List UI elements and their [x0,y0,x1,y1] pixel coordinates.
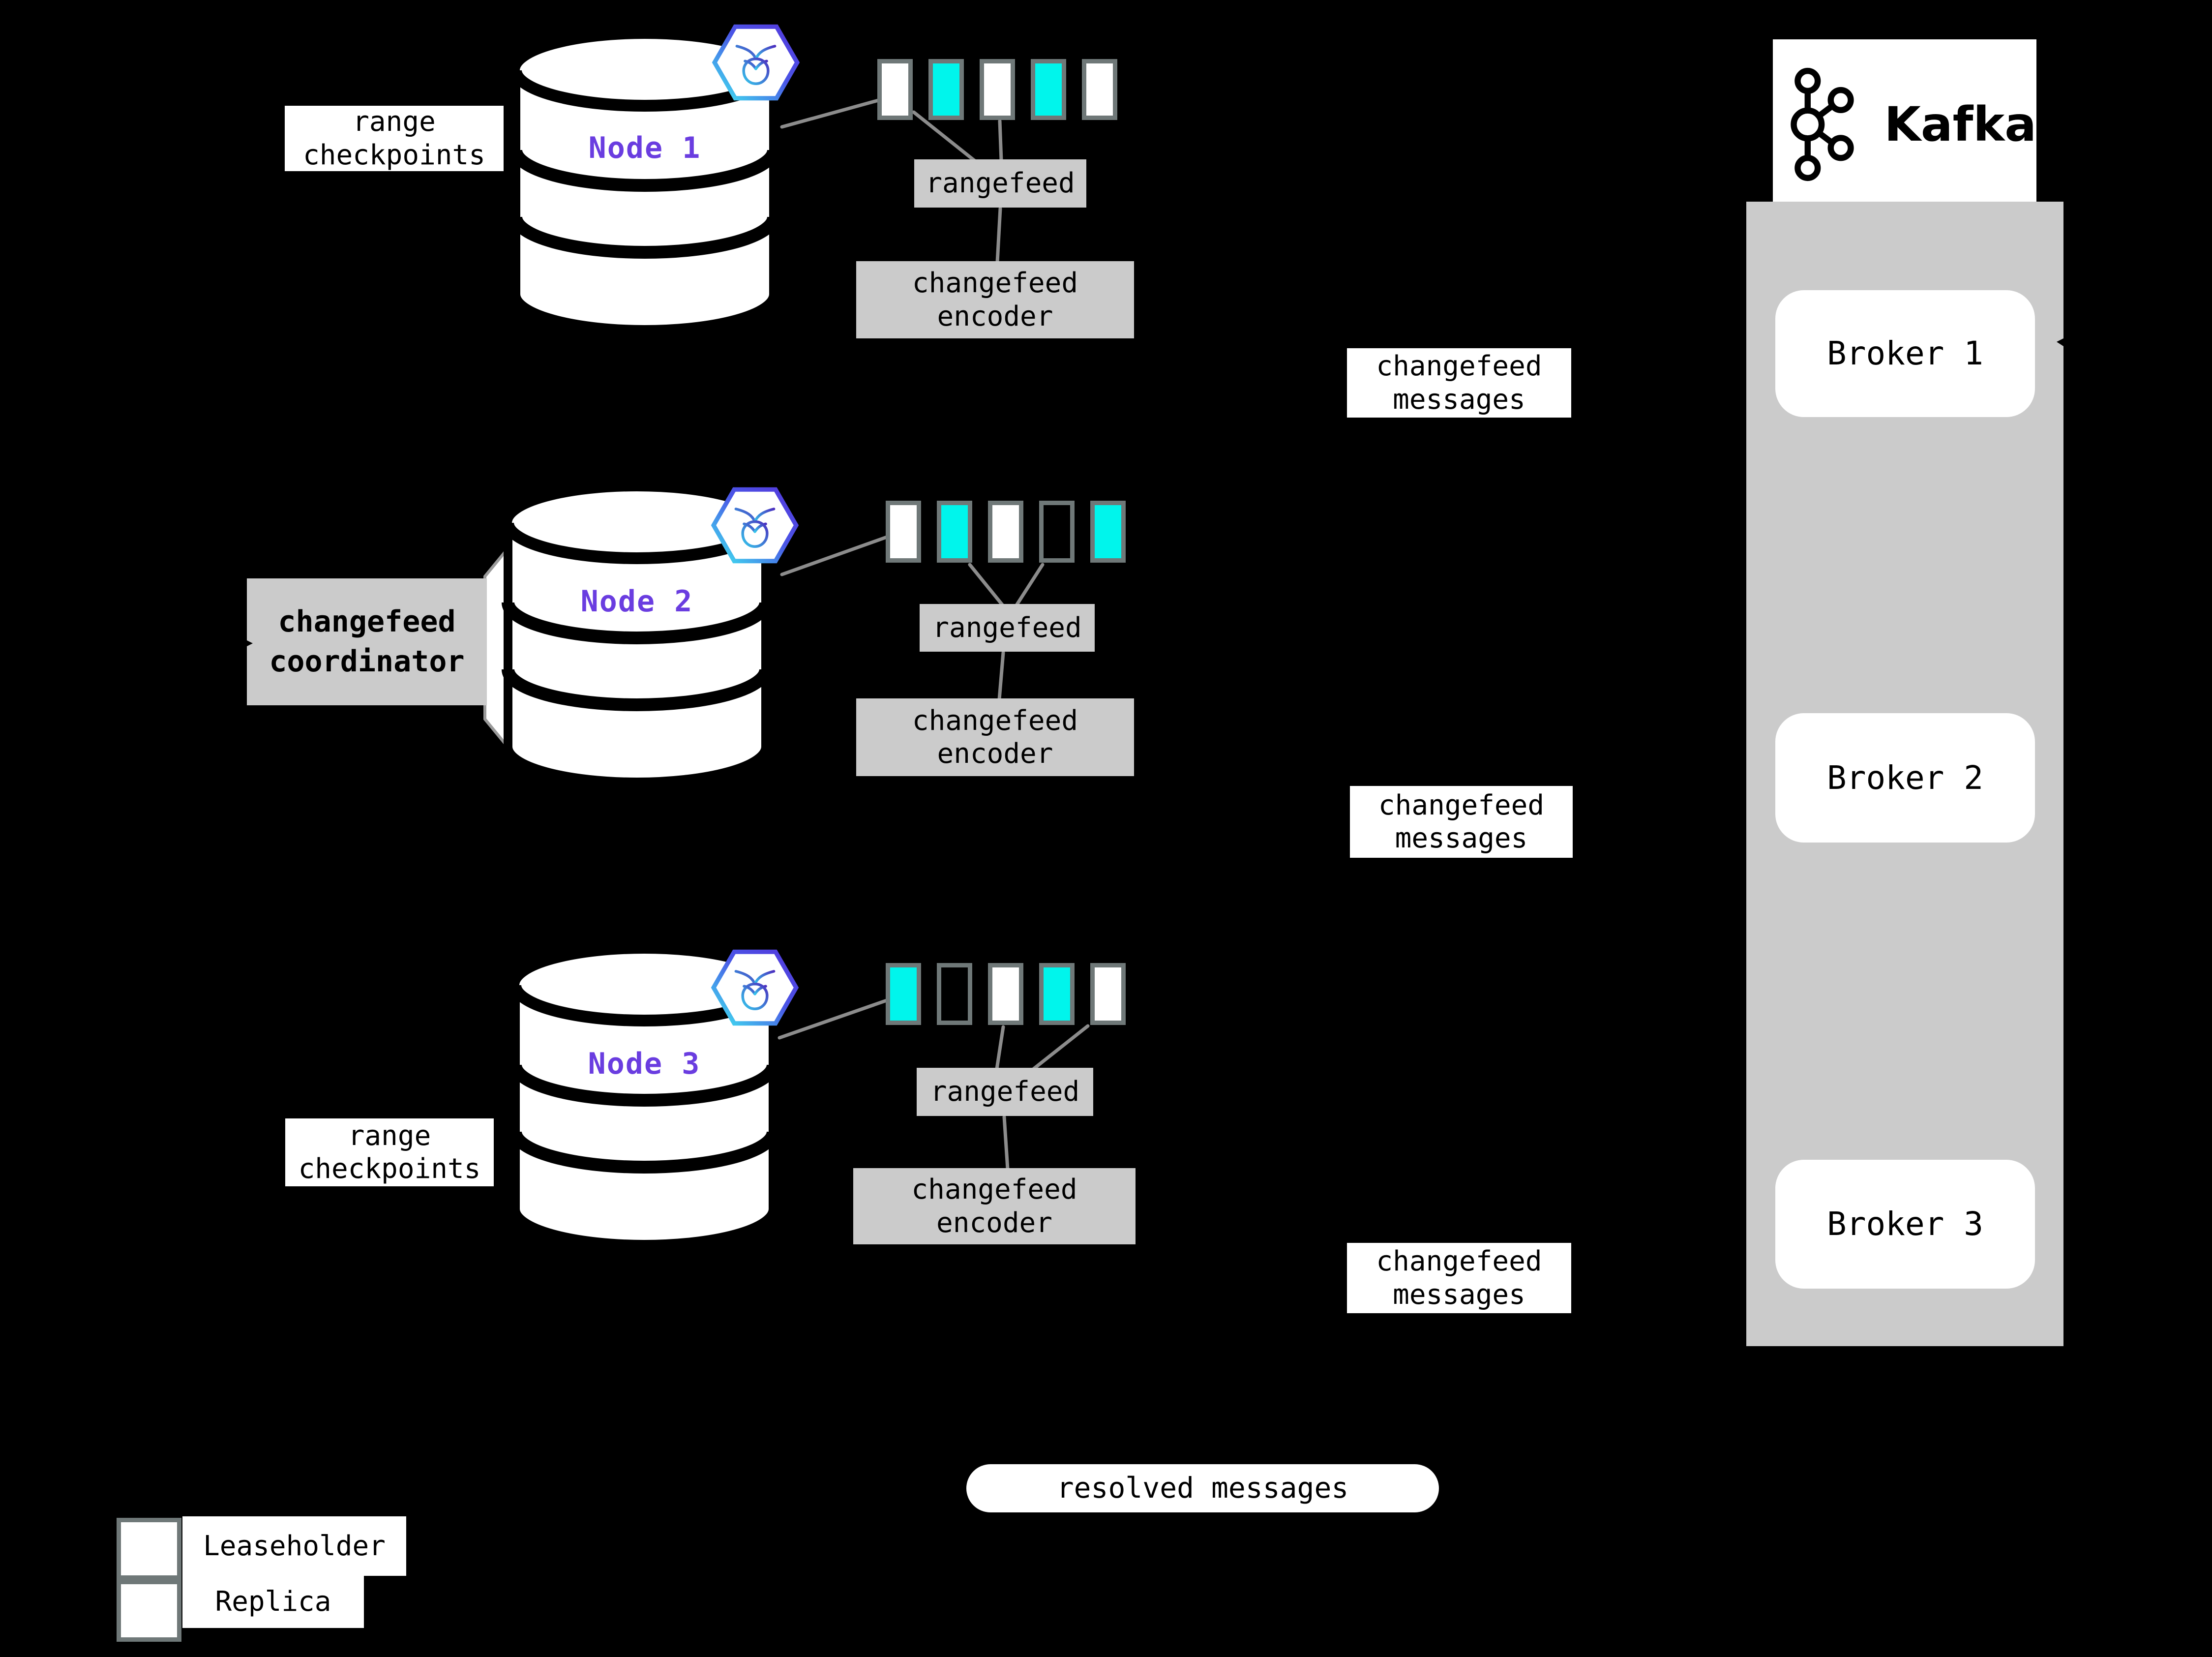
node-3-label: Node 3 [588,1047,701,1081]
range-checkpoints-label-node-3: range checkpoints [285,1118,494,1186]
rangefeed-box-node-2: rangefeed [920,604,1095,652]
range-replica [1082,59,1117,120]
range-replica [988,963,1023,1025]
range-squares-node-1 [877,59,1117,120]
node-1-cylinder [509,30,780,334]
legend-leaseholder-label: Leaseholder [182,1516,406,1576]
cockroachdb-badge-icon-node-1 [712,24,800,101]
changefeed-encoder-box-node-1: changefeed encoder [856,261,1134,338]
rangefeed-box-node-3: rangefeed [917,1068,1093,1116]
kafka-logo-text: Kafka [1884,96,2036,152]
broker-3-box: Broker 3 [1775,1160,2035,1289]
range-replica [1090,963,1126,1025]
node-2-cylinder [502,483,772,786]
range-squares-node-3 [886,963,1126,1025]
broker-2-box: Broker 2 [1775,713,2035,843]
range-leaseholder [928,59,964,120]
broker-1-box: Broker 1 [1775,290,2035,417]
node-3-cylinder [509,945,779,1249]
range-leaseholder [1039,963,1075,1025]
changefeed-messages-label-2: changefeed messages [1350,786,1573,858]
changefeed-encoder-box-node-2: changefeed encoder [856,698,1134,776]
range-leaseholder [1031,59,1066,120]
changefeed-messages-label-1: changefeed messages [1347,348,1571,418]
range-empty [1039,501,1075,563]
legend-leaseholder-swatch [117,1518,181,1580]
legend-replica-swatch [117,1580,181,1642]
range-leaseholder [1090,501,1126,563]
resolved-messages-pill: resolved messages [966,1464,1439,1512]
changefeed-coordinator-label: changefeed coordinator [247,578,487,705]
legend-replica-label: Replica [182,1576,364,1628]
cockroachdb-badge-icon-node-2 [711,487,799,564]
range-empty [937,963,972,1025]
range-replica [877,59,913,120]
range-replica [886,501,921,563]
range-replica [980,59,1015,120]
cockroachdb-badge-icon-node-3 [711,949,799,1026]
changefeed-encoder-box-node-3: changefeed encoder [853,1168,1136,1244]
connector-lines [777,98,1090,1171]
range-replica [988,501,1023,563]
range-leaseholder [886,963,921,1025]
kafka-logo-icon [1791,67,1854,181]
range-checkpoints-label-node-1: range checkpoints [285,106,504,171]
node-1-label: Node 1 [588,131,701,165]
changefeed-messages-label-3: changefeed messages [1347,1243,1571,1313]
range-squares-node-2 [886,501,1126,563]
node-2-label: Node 2 [580,584,693,619]
rangefeed-box-node-1: rangefeed [914,159,1086,208]
range-leaseholder [937,501,972,563]
kafka-logo-box: Kafka [1773,39,2036,209]
